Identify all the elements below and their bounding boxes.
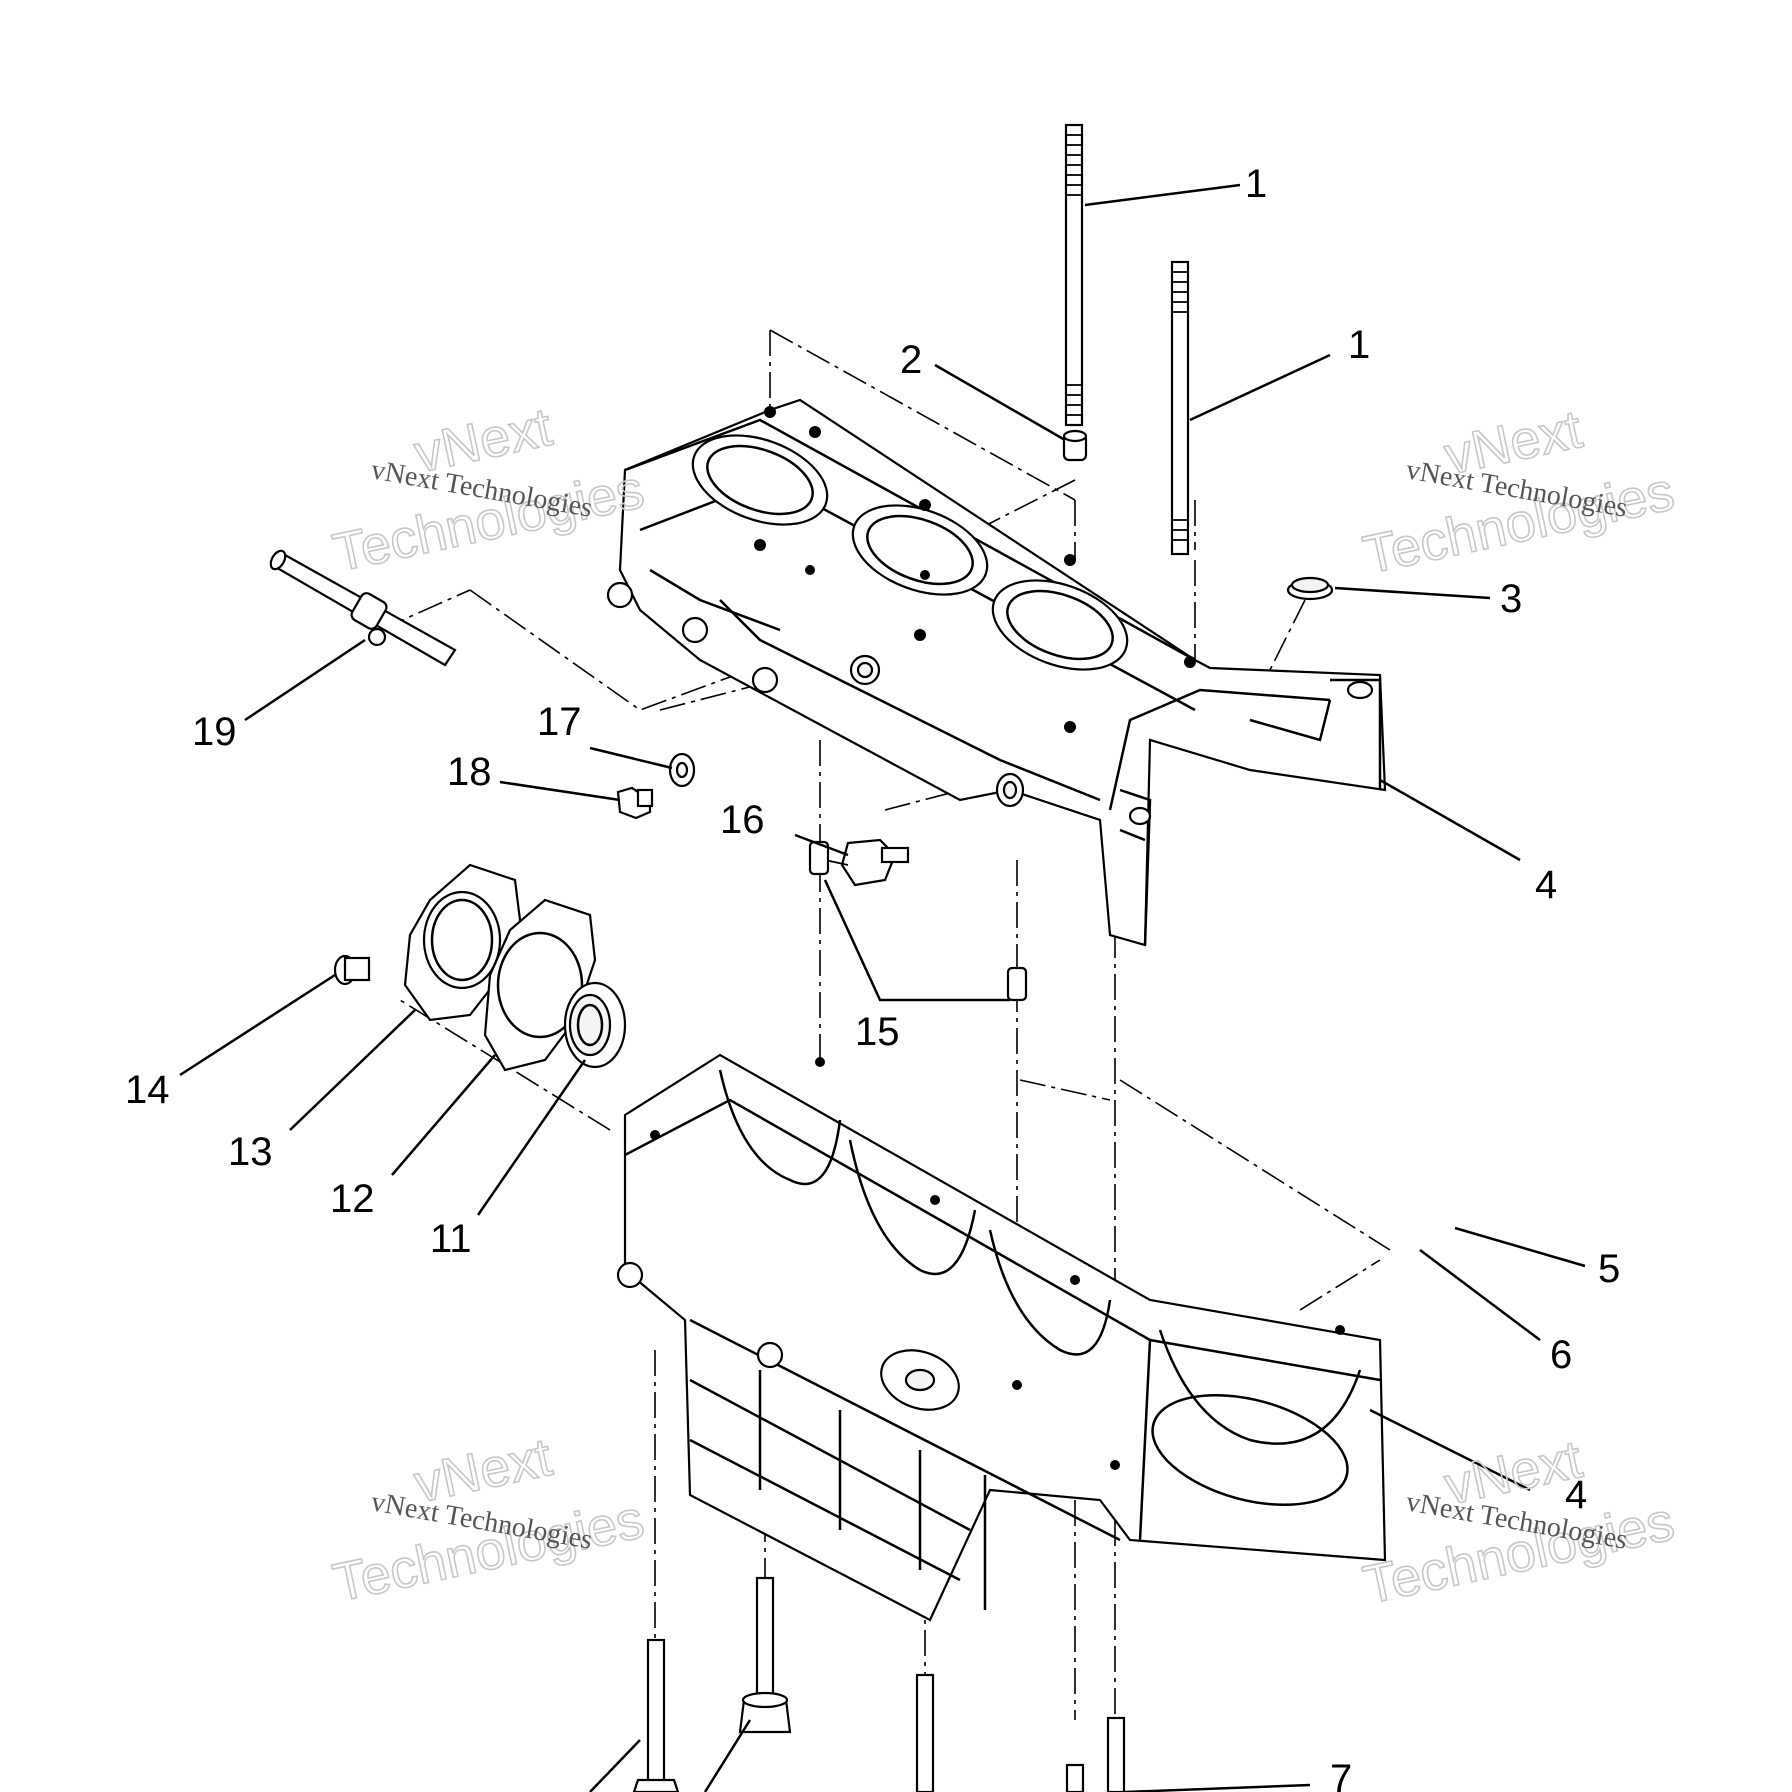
callout-1-top: 1 bbox=[1245, 162, 1267, 206]
stud-lower-4 bbox=[1065, 1763, 1085, 1792]
stud-lower-5 bbox=[1106, 1716, 1126, 1792]
screw bbox=[333, 954, 371, 986]
callout-4-lower: 4 bbox=[1565, 1473, 1587, 1517]
drain-bolt bbox=[616, 786, 654, 820]
stud-long-right bbox=[1170, 260, 1190, 556]
callout-13: 13 bbox=[228, 1130, 273, 1174]
callout-16: 16 bbox=[720, 798, 765, 842]
dowel-pin-lower bbox=[1006, 966, 1028, 1002]
leader-lines bbox=[179, 183, 1586, 1792]
stud-lower-3 bbox=[915, 1673, 935, 1792]
callout-14: 14 bbox=[125, 1068, 170, 1112]
callout-17: 17 bbox=[537, 700, 582, 744]
callout-7: 7 bbox=[1330, 1757, 1352, 1792]
bolt-lower-1 bbox=[632, 1638, 680, 1792]
callout-1-second: 1 bbox=[1348, 323, 1370, 367]
callout-5: 5 bbox=[1598, 1247, 1620, 1291]
callout-labels: 1 1 2 3 4 4 5 6 7 11 12 13 14 15 16 17 1… bbox=[125, 162, 1620, 1792]
hose-with-clamp bbox=[269, 549, 457, 667]
dowel-pin-upper bbox=[808, 840, 830, 876]
callout-19: 19 bbox=[192, 710, 237, 754]
callout-15: 15 bbox=[855, 1010, 900, 1054]
lower-crankcase bbox=[616, 1053, 1387, 1622]
callout-11: 11 bbox=[430, 1217, 472, 1261]
callout-3: 3 bbox=[1500, 577, 1522, 621]
dowel-sleeve bbox=[1062, 429, 1088, 462]
oil-seal bbox=[563, 981, 627, 1069]
plug bbox=[1286, 576, 1334, 601]
temperature-sensor bbox=[824, 838, 910, 887]
callout-2: 2 bbox=[900, 338, 922, 382]
washer bbox=[668, 752, 696, 788]
callout-18: 18 bbox=[447, 750, 492, 794]
upper-crankcase bbox=[606, 398, 1387, 947]
alignment-lines bbox=[379, 329, 1391, 1720]
bolt-lower-2 bbox=[738, 1576, 792, 1734]
callout-12: 12 bbox=[330, 1177, 375, 1221]
stud-long-left bbox=[1064, 123, 1084, 427]
callout-4-upper: 4 bbox=[1535, 863, 1557, 907]
callout-6: 6 bbox=[1550, 1333, 1572, 1377]
